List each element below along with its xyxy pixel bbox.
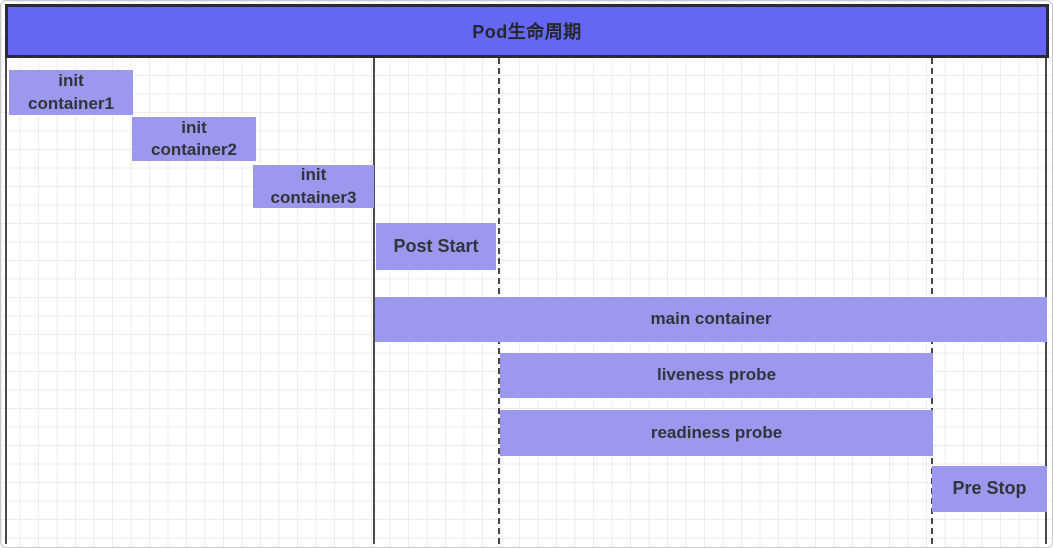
- bar-label: readiness probe: [650, 422, 783, 442]
- init-done-boundary-line: [373, 58, 375, 544]
- bar-readiness-probe: readiness probe: [500, 410, 933, 456]
- bar-label: Pre Stop: [952, 478, 1027, 499]
- bar-label: Post Start: [393, 235, 479, 256]
- bar-label: main container: [650, 309, 772, 329]
- bar-main-container: main container: [375, 297, 1047, 342]
- bar-label: liveness probe: [656, 365, 777, 385]
- bar-pre-stop: Pre Stop: [932, 466, 1047, 512]
- bar-label: init container1: [28, 71, 114, 113]
- bar-init-container-3: init container3: [253, 165, 374, 208]
- lifecycle-start-line: [5, 58, 7, 544]
- bar-post-start: Post Start: [376, 223, 496, 270]
- bar-init-container-1: init container1: [9, 70, 133, 115]
- bar-liveness-probe: liveness probe: [500, 353, 933, 398]
- bar-label: init container2: [151, 117, 237, 159]
- diagram-title: Pod生命周期: [472, 22, 582, 42]
- diagram-title-bar: Pod生命周期: [5, 4, 1049, 58]
- bar-init-container-2: init container2: [132, 117, 256, 161]
- bar-label: init container3: [270, 165, 357, 207]
